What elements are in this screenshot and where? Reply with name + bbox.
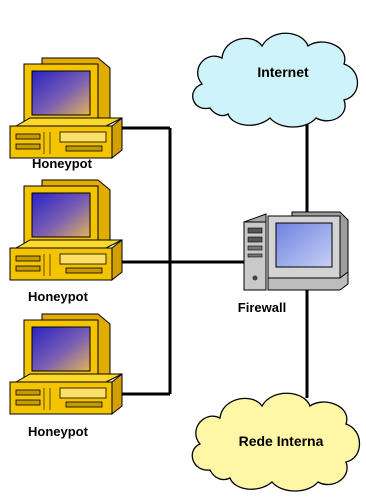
honeypot-3-label: Honeypot — [28, 424, 89, 439]
honeypot-2-computer-icon — [9, 179, 123, 281]
firewall-label: Firewall — [238, 300, 286, 315]
firewall: Firewall — [238, 211, 349, 315]
internet-cloud-shape — [192, 32, 359, 128]
honeypot-2: Honeypot — [9, 179, 123, 304]
honeypot-3: Honeypot — [9, 313, 123, 439]
internal-network-label: Rede Interna — [239, 433, 324, 449]
honeypot-3-computer-icon — [9, 313, 123, 415]
honeypot-2-label: Honeypot — [28, 289, 89, 304]
connection-lines — [113, 120, 309, 398]
firewall-computer-icon — [243, 211, 349, 291]
internal-network-cloud: Rede Interna — [191, 392, 360, 492]
internet-cloud: Internet — [192, 32, 359, 128]
internal-network-cloud-shape — [191, 392, 360, 492]
honeypot-1: Honeypot — [9, 57, 123, 171]
honeypot-1-computer-icon — [9, 57, 123, 159]
internet-label: Internet — [257, 64, 309, 80]
honeypot-1-label: Honeypot — [32, 156, 93, 171]
